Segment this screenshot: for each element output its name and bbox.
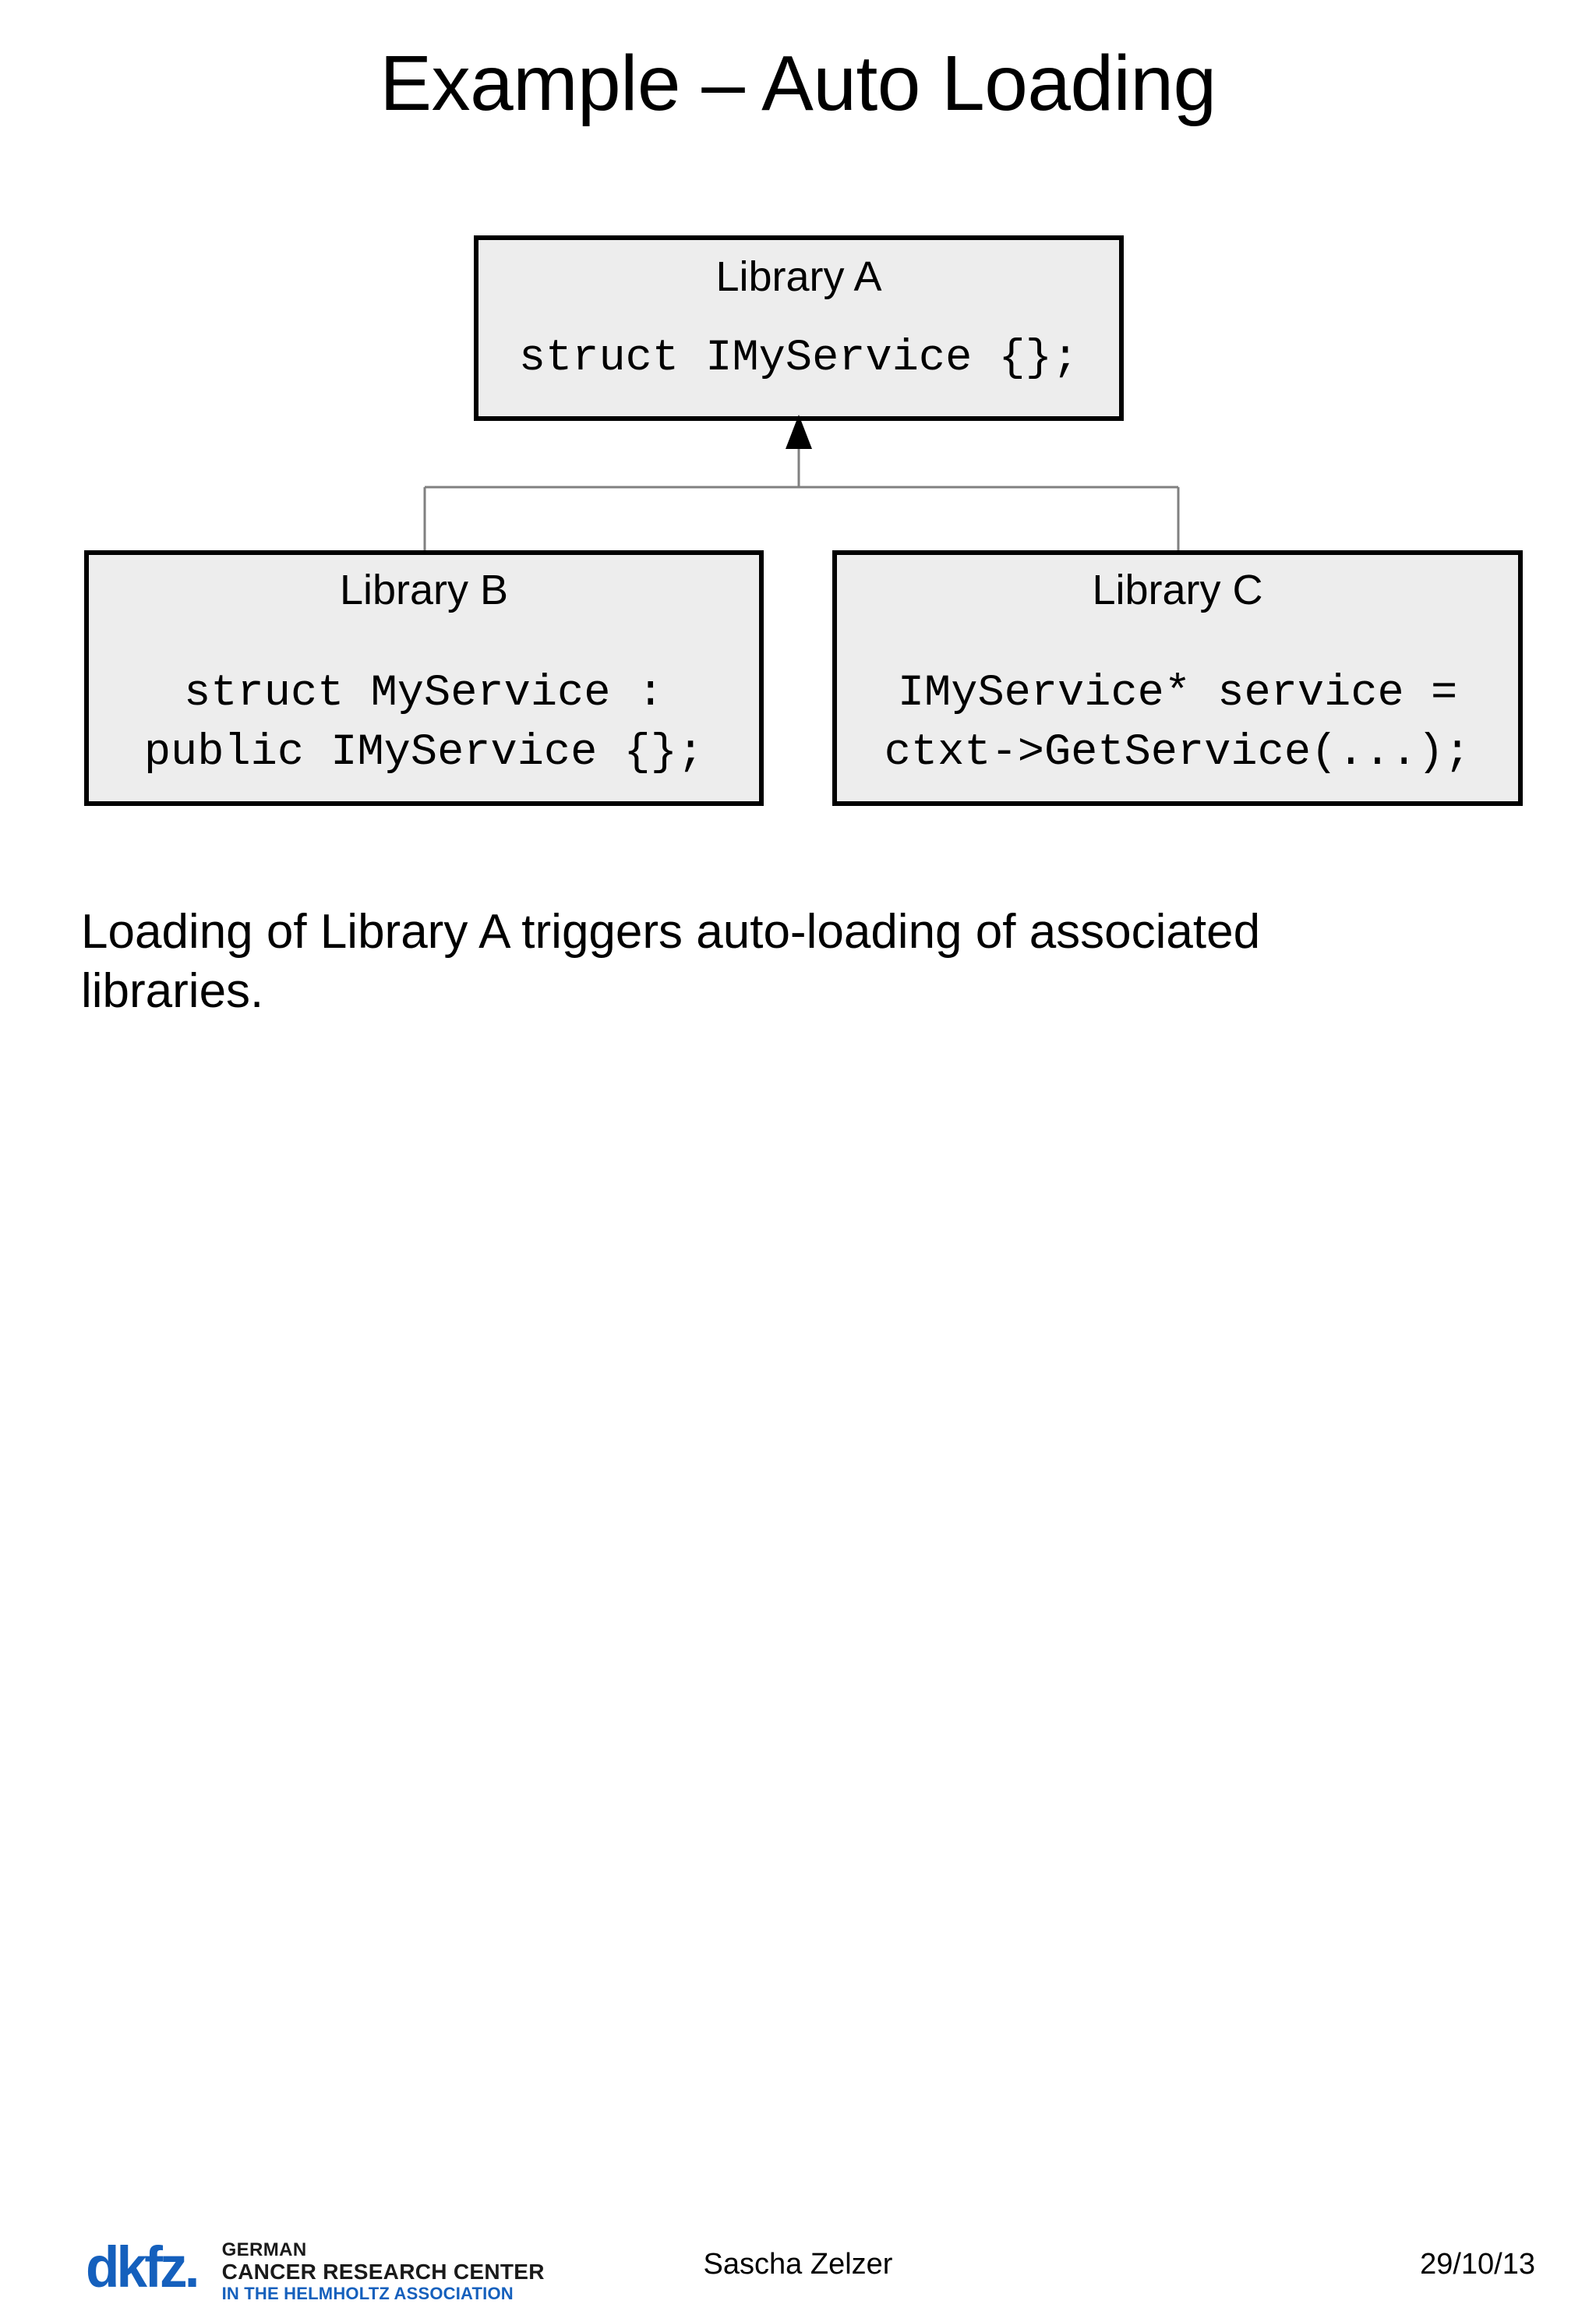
library-a-title: Library A (715, 253, 882, 300)
library-diagram: Library A struct IMyService {}; Library … (84, 235, 1523, 806)
body-paragraph: Loading of Library A triggers auto-loadi… (81, 905, 1261, 1018)
library-c-code: IMyService* service = ctxt->GetService(.… (885, 664, 1471, 783)
library-a-code-line: struct IMyService {}; (518, 334, 1079, 383)
library-c-box: Library C IMyService* service = ctxt->Ge… (832, 550, 1523, 806)
generalization-connector (423, 415, 1180, 553)
library-b-title: Library B (339, 567, 509, 613)
library-c-code-line: ctxt->GetService(...); (884, 728, 1471, 778)
library-b-code-line: public IMyService {}; (143, 728, 704, 778)
slide-canvas: Example – Auto Loading Library A struct … (0, 40, 1596, 2304)
library-c-code-line: IMyService* service = (897, 669, 1458, 719)
library-c-title: Library C (1092, 567, 1263, 613)
library-b-code: struct MyService : public IMyService {}; (144, 664, 704, 783)
library-b-box: Library B struct MyService : public IMyS… (84, 550, 764, 806)
footer-author: Sascha Zelzer (703, 2248, 893, 2281)
dkfz-logo-line-3: IN THE HELMHOLTZ ASSOCIATION (221, 2284, 514, 2303)
library-a-box: Library A struct IMyService {}; (474, 235, 1124, 421)
page-title: Example – Auto Loading (380, 40, 1216, 127)
library-a-code: struct IMyService {}; (519, 329, 1079, 388)
footer-date: 29/10/13 (1420, 2248, 1535, 2281)
library-b-code-line: struct MyService : (184, 669, 664, 719)
slide-footer: dkfz. GERMAN CANCER RESEARCH CENTER IN T… (0, 1115, 1596, 2304)
